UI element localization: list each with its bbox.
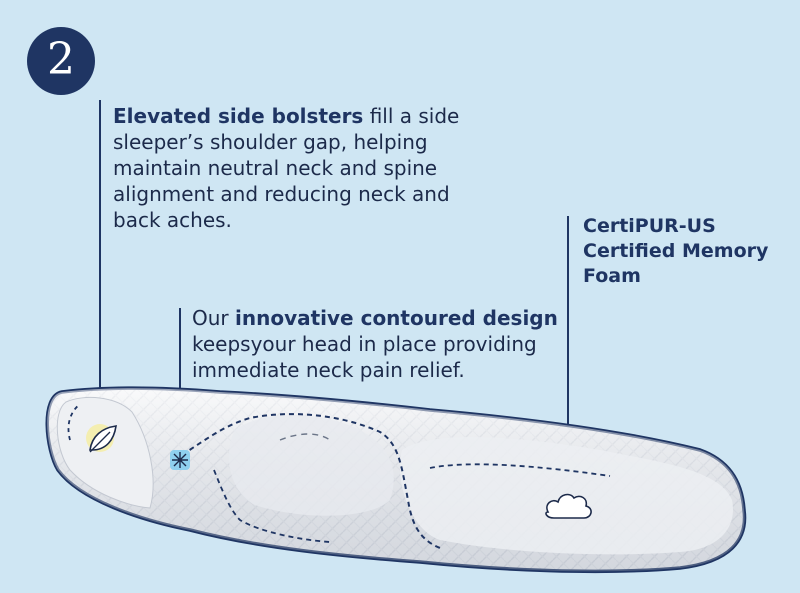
pillow <box>45 386 747 574</box>
contour-callout-prefix: Our <box>192 306 235 330</box>
bolster-callout-heading: Elevated side bolsters <box>113 104 364 128</box>
contour-callout-text: keepsyour head in place providing immedi… <box>192 332 537 382</box>
cloud-icon <box>545 493 592 519</box>
leaf-icon <box>86 424 117 453</box>
contour-callout: Our innovative contoured design keepsyou… <box>192 305 572 383</box>
bolster-callout-text: fill a side sleeper’s shoulder gap, help… <box>113 104 460 232</box>
snowflake-icon <box>170 450 190 470</box>
step-number: 2 <box>47 34 75 85</box>
bolster-callout: Elevated side bolsters fill a side sleep… <box>113 103 473 233</box>
step-badge: 2 <box>27 27 95 95</box>
contour-callout-heading: innovative contoured design <box>235 306 558 330</box>
foam-callout: CertiPUR-US Certified Memory Foam <box>583 215 769 287</box>
